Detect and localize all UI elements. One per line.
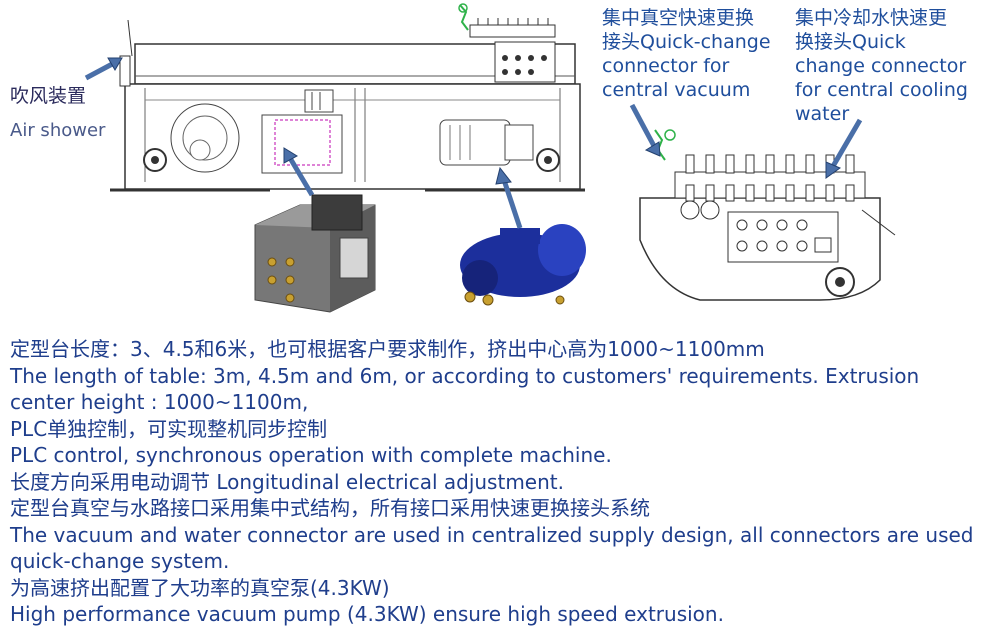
desc-line-2: The length of table: 3m, 4.5m and 6m, or… bbox=[10, 363, 920, 388]
description-block: 定型台长度：3、4.5和6米，也可根据客户要求制作，挤出中心高为1000~110… bbox=[10, 336, 1000, 628]
machine-side-drawing bbox=[84, 3, 896, 313]
arrow-cooling-water bbox=[825, 118, 863, 179]
arrow-central-vacuum bbox=[629, 103, 661, 157]
desc-line-9: quick-change system. bbox=[10, 549, 230, 573]
connector-detail-drawing bbox=[639, 129, 896, 301]
vacuum-pump-render bbox=[460, 224, 586, 306]
desc-line-10: 为高速挤出配置了大功率的真空泵(4.3KW) bbox=[10, 575, 390, 600]
arrow-air-shower bbox=[84, 57, 123, 81]
vacuum-connector-label: 集中真空快速更换 接头Quick-change connector for ce… bbox=[602, 7, 771, 101]
desc-line-3: center height : 1000~1100m, bbox=[10, 390, 309, 414]
desc-line-11: High performance vacuum pump (4.3KW) ens… bbox=[10, 602, 724, 626]
desc-line-1: 定型台长度：3、4.5和6米，也可根据客户要求制作，挤出中心高为1000~110… bbox=[10, 337, 765, 361]
control-panel-top bbox=[494, 41, 556, 83]
cooling-water-connector-label: 集中冷却水快速更 换接头Quick change connector for c… bbox=[795, 7, 968, 125]
arrow-pump bbox=[495, 166, 523, 229]
air-shower-label-en: Air shower bbox=[10, 120, 106, 141]
arrow-vacuum-tank bbox=[283, 147, 315, 197]
vacuum-tank-render bbox=[254, 194, 376, 313]
desc-line-8: The vacuum and water connector are used … bbox=[10, 522, 974, 547]
air-shower-label-cn: 吹风装置 bbox=[10, 85, 87, 107]
desc-line-7: 定型台真空与水路接口采用集中式结构，所有接口采用快速更换接头系统 bbox=[10, 496, 650, 520]
desc-line-6: 长度方向采用电动调节 Longitudinal electrical adjus… bbox=[10, 469, 564, 494]
desc-line-4: PLC单独控制，可实现整机同步控制 bbox=[10, 416, 328, 441]
desc-line-5: PLC control, synchronous operation with … bbox=[10, 443, 612, 467]
